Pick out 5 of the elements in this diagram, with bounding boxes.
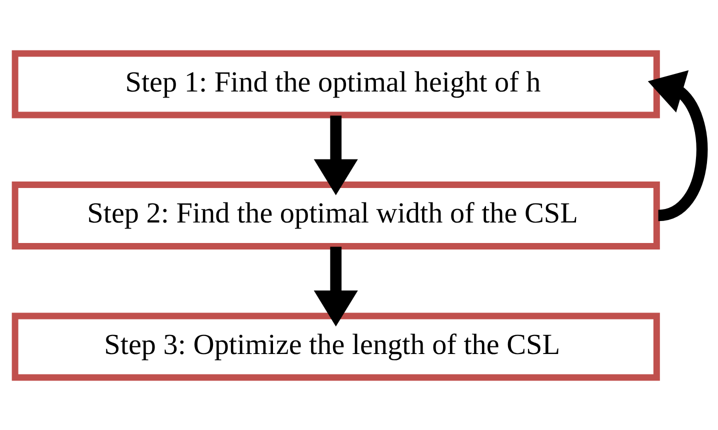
node-box: Step 3: Optimize the length of the CSL (12, 312, 660, 380)
arrow (314, 115, 358, 195)
node-box: Step 1: Find the optimal height of h (12, 50, 660, 118)
node-box: Step 2: Find the optimal width of the CSL (12, 180, 660, 250)
arrow (314, 246, 358, 326)
